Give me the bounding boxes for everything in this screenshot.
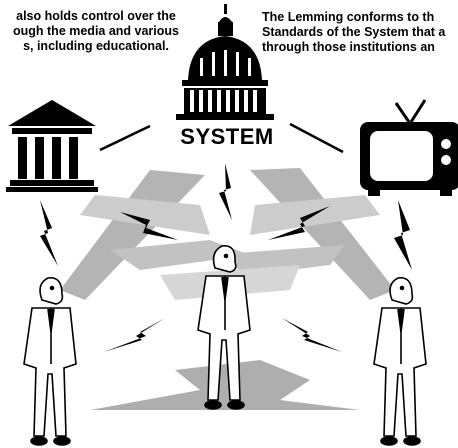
caption-left: also holds control over the ough the med… — [0, 9, 200, 54]
connector-left — [99, 124, 151, 152]
caption-left-line: also holds control over the — [16, 9, 176, 23]
system-label: SYSTEM — [180, 124, 274, 149]
caption-right-line: Standards of the System that a — [262, 25, 446, 39]
lemming-figure-icon — [373, 277, 427, 446]
caption-right-line: through those institutions an — [262, 40, 435, 54]
lightning-bolt-icon — [219, 163, 232, 220]
lemming-figure-icon — [197, 245, 251, 410]
lightning-bolt-icon — [394, 200, 412, 270]
connector-right — [289, 122, 344, 154]
lightning-bolts — [40, 163, 412, 352]
caption-left-line: ough the media and various — [13, 24, 179, 38]
lightning-bolt-icon — [282, 318, 342, 352]
signal-beams — [60, 168, 395, 410]
lightning-bolt-icon — [268, 206, 330, 240]
lightning-bolt-icon — [40, 200, 58, 266]
television-icon — [360, 99, 458, 196]
lemming-figure-icon — [23, 277, 77, 446]
caption-left-line: s, including educational. — [23, 39, 169, 53]
caption-right-line: The Lemming conforms to th — [262, 10, 435, 24]
lightning-bolt-icon — [104, 318, 165, 352]
capitol-dome-icon — [176, 4, 274, 120]
caption-right: The Lemming conforms to th Standards of … — [262, 10, 445, 55]
bank-building-icon — [6, 100, 98, 192]
lightning-bolt-icon — [120, 212, 178, 240]
